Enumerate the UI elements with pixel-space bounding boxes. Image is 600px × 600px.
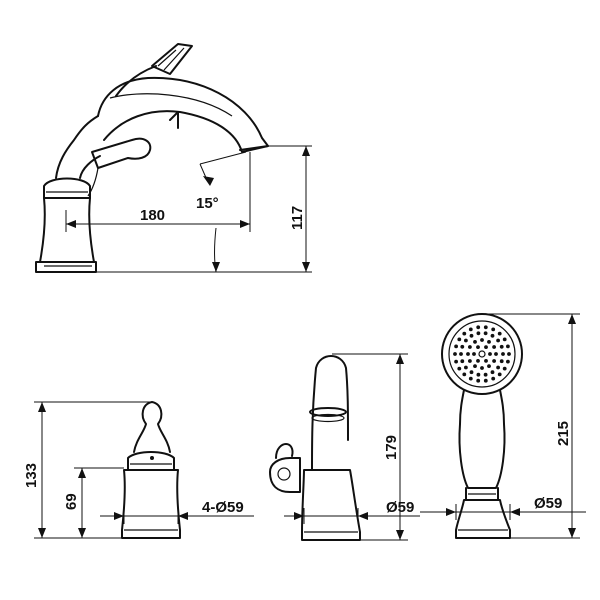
nozzle bbox=[459, 352, 463, 356]
nozzle bbox=[468, 345, 472, 349]
nozzle bbox=[483, 325, 488, 330]
nozzle bbox=[492, 345, 496, 349]
nozzle bbox=[454, 359, 458, 364]
nozzle bbox=[468, 327, 473, 332]
dim-valve-hole: 4-Ø59 bbox=[202, 499, 244, 516]
nozzle bbox=[499, 344, 504, 349]
nozzle bbox=[496, 365, 500, 370]
nozzle bbox=[476, 372, 481, 377]
nozzle bbox=[496, 338, 500, 343]
nozzle bbox=[499, 359, 504, 364]
nozzle bbox=[483, 331, 488, 336]
nozzle bbox=[492, 359, 496, 363]
nozzle bbox=[494, 352, 498, 356]
nozzle bbox=[501, 352, 505, 356]
nozzle bbox=[476, 345, 480, 349]
nozzle bbox=[487, 364, 491, 368]
nozzle bbox=[502, 337, 507, 342]
nozzle bbox=[488, 352, 492, 356]
nozzle bbox=[454, 344, 458, 349]
nozzle bbox=[457, 366, 462, 371]
dim-spout-height: 179 bbox=[383, 435, 400, 460]
dim-mixer-length: 180 bbox=[140, 207, 165, 224]
nozzle bbox=[460, 344, 465, 349]
nozzle bbox=[469, 370, 474, 375]
nozzle bbox=[483, 372, 488, 377]
nozzle bbox=[469, 333, 474, 338]
mixer-side-view bbox=[35, 43, 312, 273]
nozzle bbox=[507, 352, 511, 356]
nozzle bbox=[462, 331, 467, 336]
nozzle bbox=[476, 359, 480, 363]
nozzle bbox=[491, 376, 496, 381]
nozzle bbox=[472, 352, 476, 356]
handshower-view bbox=[420, 313, 586, 539]
nozzle bbox=[490, 370, 495, 375]
nozzle bbox=[506, 359, 510, 364]
nozzle-center bbox=[478, 350, 486, 358]
nozzle bbox=[483, 378, 488, 383]
dim-valve-height: 133 bbox=[23, 463, 40, 488]
dim-valve-body-height: 69 bbox=[63, 493, 80, 510]
dim-handshower-base: Ø59 bbox=[534, 495, 562, 512]
dim-spout-base: Ø59 bbox=[386, 499, 414, 516]
nozzle bbox=[490, 333, 495, 338]
nozzle bbox=[473, 364, 477, 368]
nozzle bbox=[480, 338, 484, 342]
valve-view bbox=[34, 401, 254, 539]
nozzle bbox=[476, 325, 481, 330]
nozzle bbox=[453, 352, 457, 356]
nozzle bbox=[468, 359, 472, 363]
nozzle bbox=[502, 366, 507, 371]
nozzle bbox=[497, 372, 502, 377]
nozzle bbox=[462, 372, 467, 377]
nozzle bbox=[487, 340, 491, 344]
dim-spout-angle: 15° bbox=[196, 195, 219, 212]
nozzle bbox=[491, 327, 496, 332]
nozzle bbox=[460, 359, 465, 364]
nozzle bbox=[506, 344, 510, 349]
nozzle bbox=[484, 359, 488, 363]
spout-view bbox=[269, 353, 420, 541]
nozzle bbox=[484, 345, 488, 349]
nozzle bbox=[476, 331, 481, 336]
nozzle bbox=[476, 378, 481, 383]
nozzle bbox=[464, 338, 468, 343]
nozzle bbox=[497, 331, 502, 336]
nozzle bbox=[468, 376, 473, 381]
nozzle bbox=[473, 340, 477, 344]
nozzle bbox=[464, 365, 468, 370]
nozzle bbox=[480, 366, 484, 370]
shower-nozzles bbox=[453, 325, 511, 383]
dim-mixer-height: 117 bbox=[289, 206, 306, 230]
nozzle bbox=[466, 352, 470, 356]
nozzle bbox=[457, 337, 462, 342]
dim-handshower-height: 215 bbox=[555, 421, 572, 446]
